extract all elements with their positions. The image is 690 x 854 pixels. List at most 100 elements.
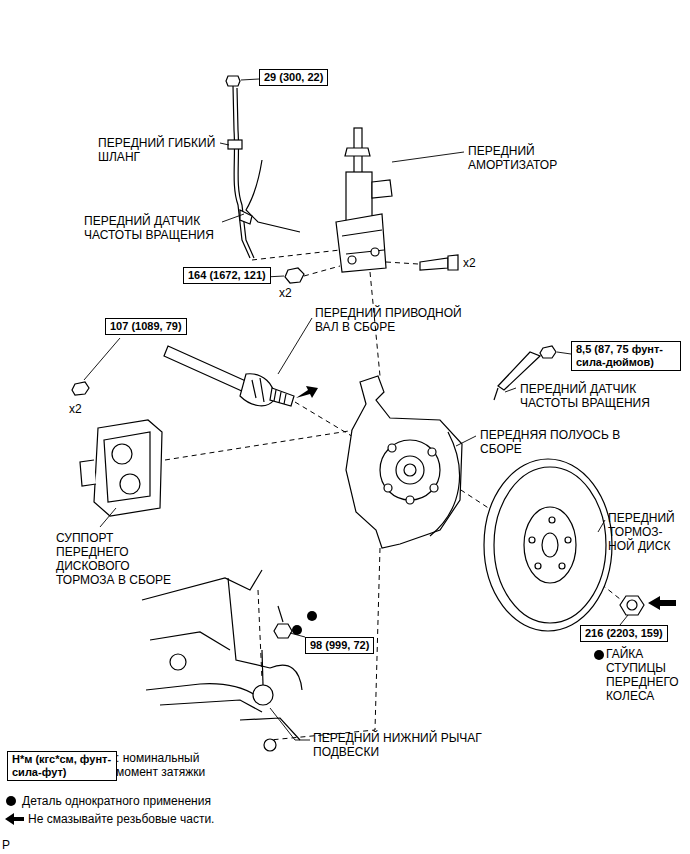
no-lube-mark	[5, 813, 24, 825]
assembly-lines	[304, 266, 340, 276]
assembly-lines	[270, 548, 380, 740]
drive-shaft	[270, 388, 294, 406]
part-name: ПЕРЕДНИЙ ГИБКИЙ ШЛАНГ	[98, 136, 230, 164]
steering-knuckle	[406, 496, 414, 504]
caliper	[120, 474, 140, 494]
steering-knuckle	[430, 484, 438, 492]
speed-sensor	[494, 388, 498, 400]
leader-lines	[84, 338, 120, 380]
brake-hose	[226, 76, 240, 86]
leader-lines	[270, 708, 310, 740]
page-mark: P	[2, 838, 10, 852]
quantity: x2	[463, 256, 476, 270]
torque-value: 8,5 (87, 75 фунт-сила-дюймов)	[576, 343, 663, 368]
drive-shaft	[240, 374, 274, 406]
part-name: ГАЙКА СТУПИЦЫ ПЕРЕДНЕГО КОЛЕСА	[606, 647, 686, 703]
drive-shaft	[252, 378, 264, 402]
assembly-lines	[386, 262, 418, 264]
torque-box: 8,5 (87, 75 фунт-сила-дюймов)	[571, 341, 681, 371]
brake-disc	[529, 537, 535, 543]
torque-box: 216 (2203, 159)	[580, 625, 668, 642]
single-use-mark	[594, 650, 604, 660]
shock-absorber	[345, 148, 370, 156]
brake-hose	[228, 140, 242, 149]
brake-hose	[237, 88, 254, 258]
shock-absorber	[372, 180, 392, 198]
single-use-mark	[307, 611, 317, 621]
steering-knuckle	[346, 376, 462, 548]
lower-arm	[270, 665, 302, 690]
drive-shaft	[164, 346, 248, 392]
shock-absorber	[348, 256, 356, 264]
caliper	[72, 382, 89, 395]
brake-disc	[484, 459, 612, 631]
brake-hose	[240, 210, 252, 224]
lower-arm	[253, 685, 273, 705]
caliper	[94, 420, 162, 516]
strut-bolts	[285, 255, 458, 283]
part-name: ПЕРЕДНИЙ АМОРТИЗАТОР	[468, 144, 598, 172]
part-name: ПЕРЕДНИЙ ТОРМОЗ- НОЙ ДИСК	[608, 511, 684, 553]
no-lube-mark	[5, 813, 24, 825]
caliper	[104, 432, 150, 502]
lower-arm	[278, 606, 283, 622]
part-name: ПЕРЕДНИЙ ДАТЧИК ЧАСТОТЫ ВРАЩЕНИЯ	[84, 214, 234, 242]
leader-lines	[220, 143, 229, 145]
torque-value: 98 (999, 72)	[310, 639, 369, 651]
steering-knuckle	[404, 464, 416, 476]
part-name: ПЕРЕДНЯЯ ПОЛУОСЬ В СБОРЕ	[480, 428, 640, 456]
brake-disc	[494, 467, 606, 623]
brake-disc	[542, 533, 558, 557]
caliper	[80, 460, 96, 486]
lower-arm	[146, 684, 262, 700]
strut-bolts	[420, 258, 448, 270]
part-name: ПЕРЕДНИЙ ПРИВОДНОЙ ВАЛ В СБОРЕ	[315, 306, 475, 334]
brake-disc	[565, 537, 571, 543]
legend-text: Не смазывайте резьбовые части.	[28, 812, 214, 826]
assembly-lines	[165, 430, 355, 460]
steering-knuckle	[396, 456, 424, 484]
shock-absorber	[336, 214, 386, 272]
shock-absorber	[336, 128, 392, 272]
lower-arm	[160, 700, 262, 712]
lower-arm	[142, 570, 302, 751]
lower-arm	[228, 578, 270, 668]
leader-lines	[278, 318, 312, 374]
hub-nut	[627, 600, 637, 610]
torque-value: 216 (2203, 159)	[585, 627, 663, 639]
lower-arm	[170, 654, 186, 670]
torque-box: 29 (300, 22)	[259, 69, 328, 86]
assembly-lines	[165, 250, 625, 740]
leader-lines	[392, 152, 464, 162]
strut-bolts	[448, 255, 458, 270]
assembly-lines	[252, 250, 340, 260]
steering-knuckle	[430, 432, 460, 536]
brake-disc	[524, 507, 576, 583]
single-use-mark	[6, 611, 604, 806]
leader-lines	[241, 79, 259, 80]
steering-knuckle	[384, 484, 392, 492]
leader-lines	[557, 352, 571, 354]
drive-shaft	[164, 346, 318, 406]
part-name: СУППОРТ ПЕРЕДНЕГО ДИСКОВОГО ТОРМОЗА В СБ…	[56, 531, 188, 587]
torque-box: 107 (1089, 79)	[105, 318, 187, 335]
torque-value: Н*м (кгс*см, фунт-сила-фут)	[12, 753, 111, 778]
torque-box: 164 (1672, 121)	[183, 267, 271, 284]
caliper	[72, 382, 162, 516]
torque-box: Н*м (кгс*см, фунт-сила-фут)	[7, 751, 117, 781]
legend-text: Деталь однократного применения	[22, 794, 211, 808]
steering-knuckle	[346, 376, 462, 548]
hub-nut	[620, 596, 676, 615]
torque-value: 164 (1672, 121)	[188, 269, 266, 281]
quantity: x2	[279, 286, 292, 300]
brake-hose	[233, 86, 250, 258]
brake-hose	[226, 76, 300, 258]
torque-value: 29 (300, 22)	[264, 71, 323, 83]
hub-nut	[620, 596, 644, 615]
leader-lines	[222, 214, 244, 222]
leader-lines	[620, 615, 628, 625]
steering-knuckle	[428, 448, 436, 456]
speed-sensor	[540, 346, 556, 358]
torque-box: 98 (999, 72)	[305, 637, 374, 654]
